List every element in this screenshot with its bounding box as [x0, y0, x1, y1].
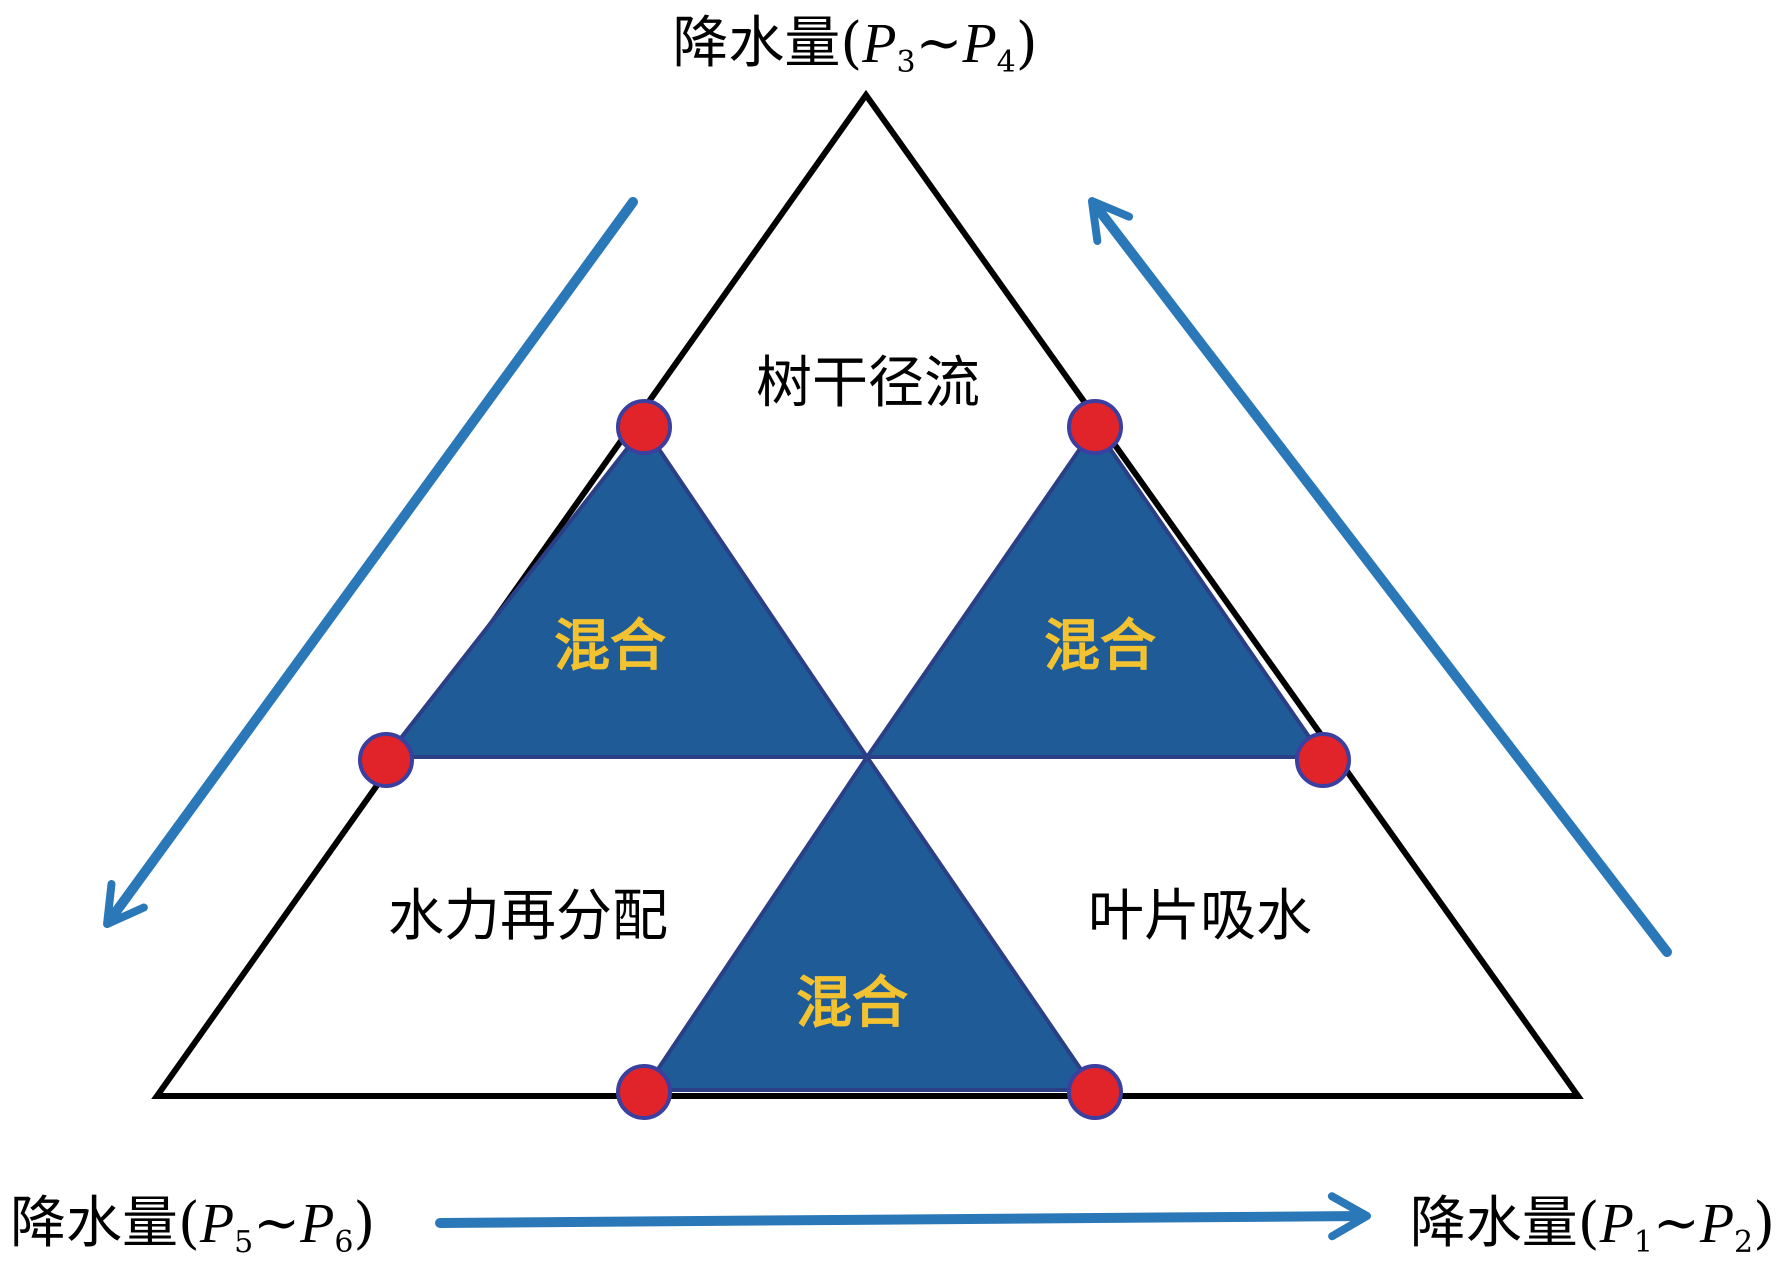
mix-label-right: 混合 [1044, 614, 1156, 679]
node-bottom-left [616, 1064, 672, 1120]
node-top-right [1067, 399, 1123, 455]
node-top-left [616, 399, 672, 455]
region-label-top: 树干径流 [756, 351, 980, 416]
mix-triangle-left [381, 423, 871, 759]
arrow-right-up [1087, 197, 1672, 957]
corner-label-top: 降水量(P3~P4) [672, 11, 1037, 80]
node-mid-right [1295, 732, 1351, 788]
region-label-right: 叶片吸水 [1088, 884, 1312, 949]
mix-triangle-bottom [640, 753, 1099, 1092]
arrow-bottom-right [435, 1192, 1371, 1241]
corner-label-bottom-right: 降水量(P1~P2) [1410, 1191, 1775, 1260]
mix-label-left: 混合 [554, 614, 666, 679]
node-mid-left [358, 732, 414, 788]
region-label-left: 水力再分配 [388, 884, 668, 949]
mix-triangle-right [863, 423, 1327, 759]
arrow-left-down [103, 197, 638, 929]
mix-label-bottom: 混合 [796, 971, 908, 1036]
corner-label-bottom-left: 降水量(P5~P6) [10, 1191, 375, 1260]
node-bottom-right [1067, 1064, 1123, 1120]
